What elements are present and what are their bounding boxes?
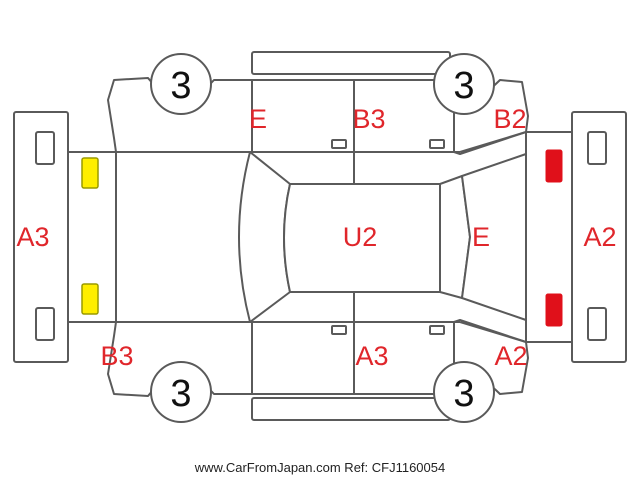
front-bumper-right-slot [35, 307, 55, 341]
wheel-rear-right: 3 [433, 361, 495, 423]
left-front-door-handle [331, 139, 347, 149]
windshield [238, 151, 291, 323]
rear-hatch [461, 153, 527, 321]
rear-bumper-upper-slot [587, 131, 607, 165]
front-right-fender-code: B3 [352, 104, 385, 134]
front-left-fender-code: E [249, 104, 267, 134]
footer-reference: www.CarFromJapan.com Ref: CFJ1160054 [194, 460, 445, 475]
top-side-strip [251, 51, 451, 75]
rear-right-quarter-code: A2 [494, 341, 527, 371]
roof-code: U2 [343, 222, 378, 252]
wheel-rear-left-rating: 3 [453, 65, 474, 107]
front-bumper-left-slot [35, 131, 55, 165]
left-side-panels [107, 77, 529, 155]
rear-bumper-code: A2 [583, 222, 616, 252]
right-rear-door-handle [429, 325, 445, 335]
wheel-front-right: 3 [150, 361, 212, 423]
roof [283, 183, 441, 293]
wheel-front-right-rating: 3 [170, 373, 191, 415]
wheel-rear-left: 3 [433, 53, 495, 115]
bottom-side-strip [251, 397, 451, 421]
left-rear-door-handle [429, 139, 445, 149]
wheel-front-left: 3 [150, 53, 212, 115]
front-bumper-code: A3 [16, 222, 49, 252]
left-rear-door-code: B3 [100, 341, 133, 371]
rear-lamp-left-indicator [545, 149, 563, 183]
rear-end-panel [525, 131, 573, 343]
rear-left-quarter-code: B2 [493, 104, 526, 134]
right-rear-door-code: A3 [355, 341, 388, 371]
front-lamp-left-indicator [81, 157, 99, 189]
car-body-top-view [67, 131, 573, 343]
front-lamp-right-indicator [81, 283, 99, 315]
rear-lamp-right-indicator [545, 293, 563, 327]
wheel-rear-right-rating: 3 [453, 373, 474, 415]
rear-bumper [571, 111, 627, 363]
rear-bumper-lower-slot [587, 307, 607, 341]
wheel-front-left-rating: 3 [170, 65, 191, 107]
rear-hatch-code: E [472, 222, 490, 252]
right-front-door-handle [331, 325, 347, 335]
